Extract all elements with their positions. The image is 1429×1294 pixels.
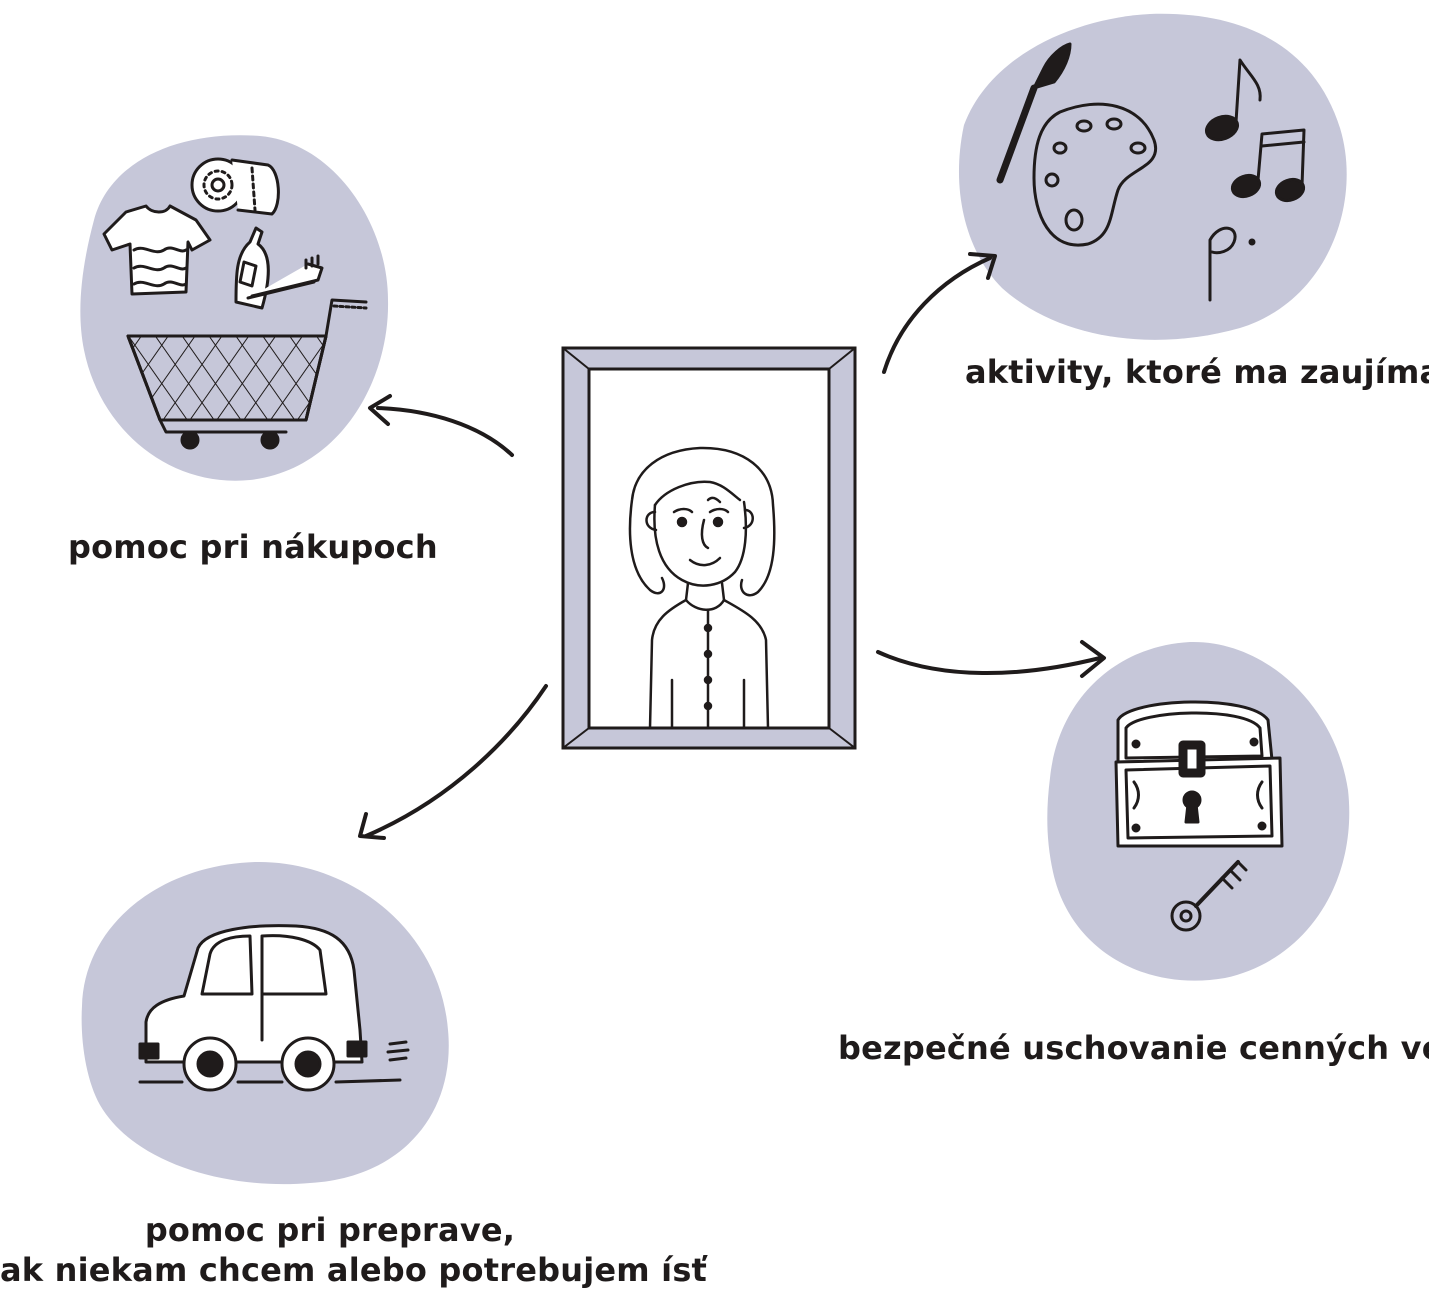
arrow-to-shopping <box>376 406 514 457</box>
car-icon <box>138 924 410 1092</box>
interesting-activities-label: aktivity, ktoré ma zaujímajú <box>965 353 1429 391</box>
shopping-help-label: pomoc pri nákupoch <box>68 528 438 566</box>
transport-help-label-line-2: ak niekam chcem alebo potrebujem ísť <box>0 1251 708 1289</box>
arrow-to-transport <box>364 684 548 838</box>
arrows <box>358 252 1106 840</box>
arrow-to-activities <box>882 256 992 374</box>
arrow-to-valuables <box>876 650 1102 675</box>
transport-help-label-line-1: pomoc pri preprave, <box>144 1211 516 1249</box>
shopping-cart-icon <box>102 157 368 450</box>
activities-bubble <box>958 13 1347 340</box>
art-music-icon <box>996 42 1306 302</box>
elderly-woman-portrait-icon <box>628 446 776 730</box>
transport-help-label: pomoc pri preprave, ak niekam chcem aleb… <box>0 1210 708 1290</box>
treasure-chest-key-icon <box>1114 700 1284 932</box>
safe-storage-label: bezpečné uschovanie cenných vecí <box>838 1029 1429 1067</box>
